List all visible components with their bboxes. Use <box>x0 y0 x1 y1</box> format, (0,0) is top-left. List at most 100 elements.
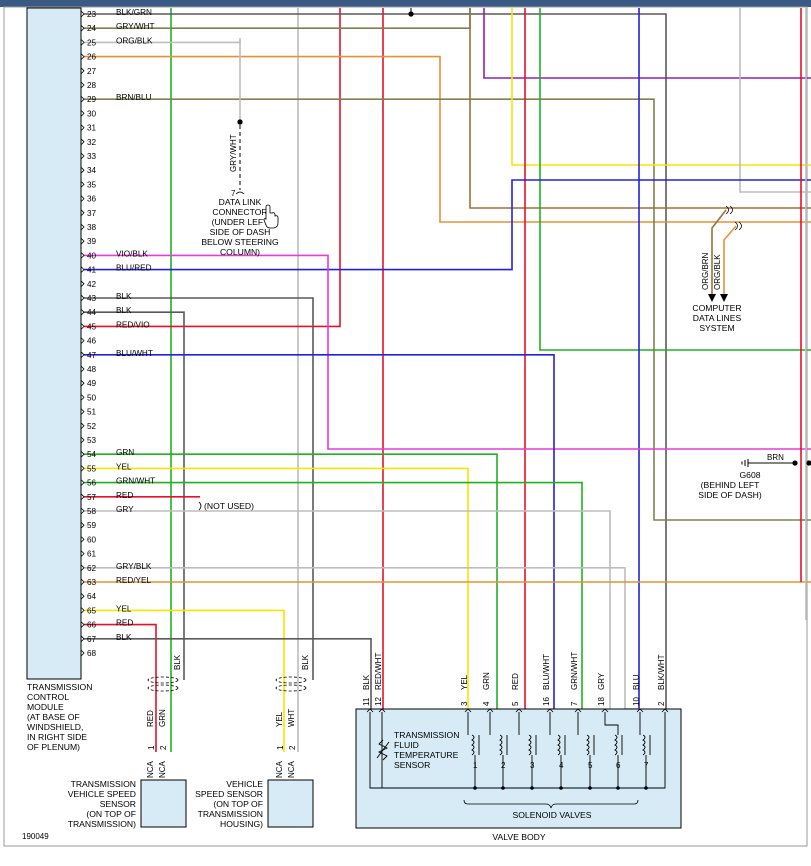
pin-tick <box>80 166 85 174</box>
pin-number: 40 <box>87 251 97 260</box>
wire-yellow-top <box>511 8 811 166</box>
pin-wire-color: RED/VIO <box>116 320 150 329</box>
splice-dot <box>473 786 477 790</box>
pin-tick <box>80 308 85 316</box>
wire-grn-54 <box>84 453 498 709</box>
svg-text:TRANSMISSION: TRANSMISSION <box>394 730 459 740</box>
solenoid-number: 3 <box>530 761 535 770</box>
pin-tick <box>80 223 85 231</box>
svg-text:(UNDER LEFT: (UNDER LEFT <box>212 217 270 227</box>
svg-text:GRY/WHT: GRY/WHT <box>229 134 238 172</box>
pin-tick-marks <box>80 10 85 657</box>
pin-tick <box>80 465 85 472</box>
internal-wire <box>369 712 382 789</box>
wire-blu-wht <box>84 354 555 709</box>
pin-number: 52 <box>87 422 97 431</box>
pin-tick <box>80 294 85 302</box>
terminal-tick <box>601 708 609 713</box>
pin-number: 32 <box>87 138 97 147</box>
pin-number: 65 <box>87 606 97 615</box>
svg-text:WINDSHIELD,: WINDSHIELD, <box>27 722 83 732</box>
wire-harness <box>84 8 811 752</box>
pin-tick <box>80 195 85 202</box>
pin-number: 61 <box>87 550 97 559</box>
pin-wire-color: GRN <box>116 448 134 457</box>
pin-number: 36 <box>87 195 97 204</box>
wire-yel-55 <box>84 467 469 709</box>
pin-wire-color: RED <box>116 619 133 628</box>
pin-number: 34 <box>87 166 97 175</box>
pin-number: 39 <box>87 237 97 246</box>
shield-bracket <box>275 676 307 692</box>
terminal-tick <box>574 708 582 713</box>
wire-vio-blk <box>84 254 811 450</box>
solenoid-coil-icon <box>642 734 646 756</box>
svg-text:HOUSING): HOUSING) <box>220 819 263 829</box>
valve-body-pin: 16 <box>542 697 551 706</box>
valve-body-pin: 11 <box>362 697 371 706</box>
pin-number: 31 <box>87 124 97 133</box>
diagram-frame <box>3 6 808 847</box>
pin-wire-color: BLU/RED <box>116 264 152 273</box>
wire-blk-67 <box>84 638 372 709</box>
pin-number: 25 <box>87 38 97 47</box>
terminal-tick <box>546 708 554 713</box>
svg-text:1: 1 <box>147 745 156 750</box>
pin-wire-color: RED/YEL <box>116 576 151 585</box>
valve-body-wire-color: BLK/WHT <box>657 654 666 690</box>
pin-tick <box>80 493 85 501</box>
svg-text:COMPUTER: COMPUTER <box>692 303 741 313</box>
svg-text:TRANSMISSION): TRANSMISSION) <box>68 819 136 829</box>
internal-wire <box>470 712 666 789</box>
pin-number: 37 <box>87 209 97 218</box>
pin-tick <box>80 436 85 444</box>
valve-body-wire-color: BLK <box>362 674 371 690</box>
pin-tick <box>80 181 85 188</box>
pin-number: 64 <box>87 592 97 601</box>
pin-tick <box>80 379 85 387</box>
solenoid-coil-icon <box>471 734 475 756</box>
pin-number: 68 <box>87 649 97 658</box>
solenoid-group: 1234567 <box>369 712 666 790</box>
pin-tick <box>80 138 85 146</box>
svg-text:IN RIGHT SIDE: IN RIGHT SIDE <box>27 732 87 742</box>
solenoid-coil-icon <box>586 734 590 756</box>
pin-tick <box>80 564 85 572</box>
wire-brn-blu <box>84 98 811 521</box>
pin-tick <box>80 252 85 259</box>
svg-text:YEL: YEL <box>275 711 284 727</box>
internal-wire <box>604 712 619 735</box>
svg-text:1: 1 <box>276 745 285 750</box>
svg-text:SIDE OF DASH): SIDE OF DASH) <box>698 490 762 500</box>
wire-purple <box>483 8 811 79</box>
pin-wire-color: GRY/WHT <box>116 22 155 31</box>
svg-text:TRANSMISSION: TRANSMISSION <box>71 779 136 789</box>
svg-text:ORG/BRN: ORG/BRN <box>701 252 710 290</box>
svg-text:ORG/BLK: ORG/BLK <box>713 254 722 290</box>
solenoid-number: 5 <box>588 761 593 770</box>
pin-number: 54 <box>87 450 97 459</box>
svg-text:BLK: BLK <box>173 654 182 670</box>
pin-tick <box>80 24 85 32</box>
tcm-label: TRANSMISSION CONTROL MODULE (AT BASE OF … <box>27 682 92 752</box>
valve-body-wire-color: RED/WHT <box>374 653 383 690</box>
pin-number: 57 <box>87 493 97 502</box>
pin-number: 48 <box>87 365 97 374</box>
svg-text:CONTROL: CONTROL <box>27 692 69 702</box>
solenoid-number: 4 <box>559 761 564 770</box>
svg-text:BLK: BLK <box>301 654 310 670</box>
top-bar <box>0 0 811 7</box>
pin-tick <box>80 550 85 557</box>
terminal-tick <box>636 708 644 713</box>
pin-tick <box>80 507 85 515</box>
pin-tick <box>80 578 85 586</box>
pin-tick <box>80 81 85 89</box>
pin-number: 28 <box>87 81 97 90</box>
svg-text:TRANSMISSION: TRANSMISSION <box>198 809 263 819</box>
svg-text:DATA LINK: DATA LINK <box>219 197 262 207</box>
svg-text:NCA: NCA <box>287 760 296 778</box>
pin-number: 27 <box>87 67 97 76</box>
svg-text:SPEED SENSOR: SPEED SENSOR <box>195 789 263 799</box>
